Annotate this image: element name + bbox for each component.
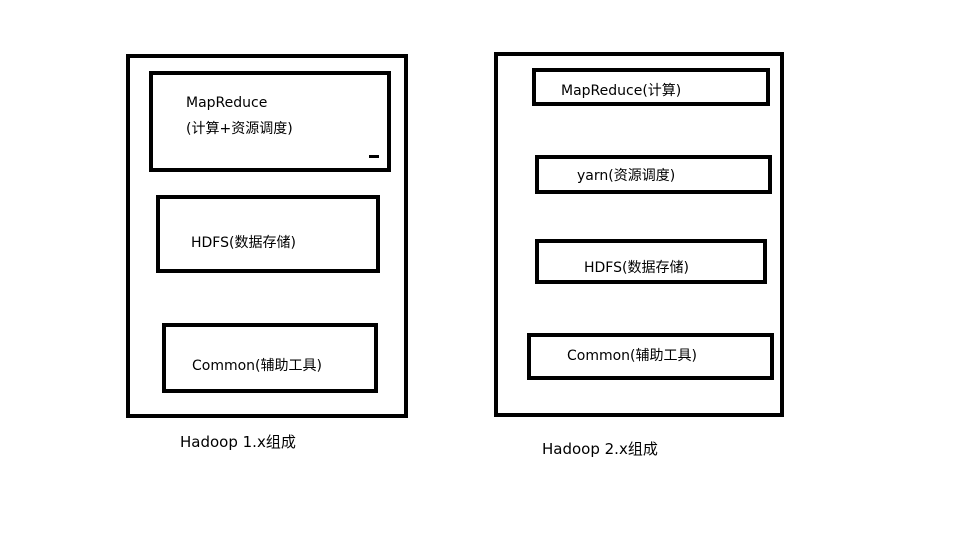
hadoop1-mapreduce-sublabel: (计算+资源调度) xyxy=(186,121,293,137)
hadoop1-dash-mark xyxy=(369,155,379,158)
hadoop1-mapreduce-box xyxy=(149,71,391,172)
hadoop2-mapreduce-box xyxy=(532,68,770,106)
hadoop1-caption: Hadoop 1.x组成 xyxy=(180,433,296,451)
hadoop1-common-label: Common(辅助工具) xyxy=(192,358,322,374)
hadoop2-yarn-label: yarn(资源调度) xyxy=(577,168,676,184)
hadoop2-mapreduce-label: MapReduce(计算) xyxy=(561,83,682,99)
hadoop2-hdfs-label: HDFS(数据存储) xyxy=(584,260,689,276)
hadoop1-mapreduce-label: MapReduce xyxy=(186,95,268,111)
hadoop2-common-label: Common(辅助工具) xyxy=(567,348,697,364)
hadoop1-hdfs-label: HDFS(数据存储) xyxy=(191,235,296,251)
hadoop2-caption: Hadoop 2.x组成 xyxy=(542,440,658,458)
hadoop1-hdfs-box xyxy=(156,195,380,273)
hadoop1-common-box xyxy=(162,323,378,393)
hadoop2-hdfs-box xyxy=(535,239,767,284)
hadoop2-yarn-box xyxy=(535,155,772,194)
hadoop2-common-box xyxy=(527,333,774,380)
